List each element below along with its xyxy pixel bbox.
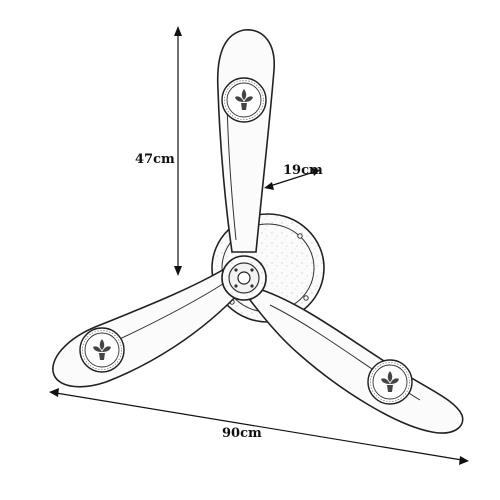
engine-depth-dimension: 19cm [264,163,323,190]
width-arrow-left-icon [49,388,59,397]
propeller-hub [221,255,267,301]
height-label: 47cm [135,152,175,167]
engine-depth-dimension-line [269,171,315,187]
width-arrow-right-icon [459,456,469,465]
propeller-blade-top [216,29,275,253]
engine-depth-arrow-right-icon [312,168,320,176]
engine-depth-label: 19cm [283,163,323,178]
height-arrow-top-icon [174,26,182,36]
emblem-left-icon [79,327,125,373]
height-arrow-bottom-icon [174,266,182,276]
propeller-illustration [52,29,464,434]
propeller-blade-right [248,289,464,434]
width-dimension: 90cm [49,388,469,465]
height-dimension: 47cm [135,26,182,276]
engine-depth-arrow-left-icon [264,182,274,190]
emblem-top-icon [221,77,267,123]
width-label: 90cm [222,426,262,441]
emblem-right-icon [367,359,413,405]
propeller-blade-left [52,260,243,388]
width-dimension-line [55,392,463,461]
